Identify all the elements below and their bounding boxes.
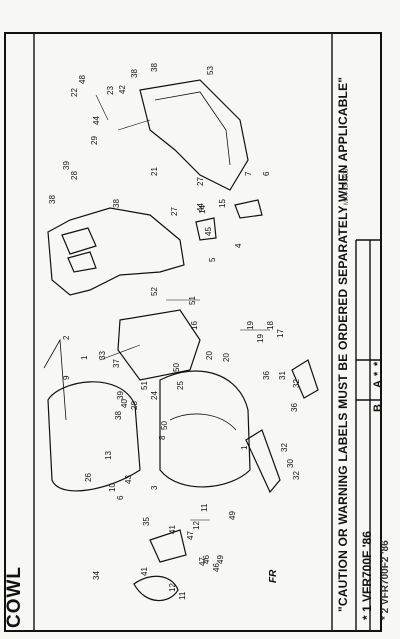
callout-3: 3: [150, 485, 159, 490]
callout-23: 23: [106, 86, 115, 95]
callout-38: 38: [114, 411, 123, 420]
callout-34: 34: [92, 571, 101, 580]
callout-14: 14: [198, 205, 207, 214]
bracket-31: [291, 359, 319, 399]
callout-11: 11: [200, 503, 209, 512]
callout-47: 47: [198, 557, 207, 566]
callout-5: 5: [208, 257, 217, 262]
callout-17: 17: [276, 329, 285, 338]
callout-30: 30: [286, 459, 295, 468]
page-frame: [4, 32, 382, 632]
callout-39: 39: [116, 391, 125, 400]
callout-12: 12: [168, 583, 177, 592]
callout-37: 37: [112, 359, 121, 368]
callout-18: 18: [266, 321, 275, 330]
callout-45: 45: [204, 227, 213, 236]
callout-10: 10: [108, 483, 117, 492]
callout-38: 38: [48, 195, 57, 204]
cowl-stay: [117, 309, 201, 381]
callout-35: 35: [142, 517, 151, 526]
callout-31: 31: [278, 371, 287, 380]
callout-49: 49: [216, 555, 225, 564]
callout-1: 1: [240, 445, 249, 450]
callout-22: 22: [70, 88, 79, 97]
callout-7: 7: [244, 171, 253, 176]
small-plate-15: [195, 217, 217, 241]
callout-41: 41: [168, 525, 177, 534]
callout-4: 4: [234, 243, 243, 248]
callout-43: 43: [124, 475, 133, 484]
callout-38: 38: [150, 63, 159, 72]
callout-50: 50: [160, 421, 169, 430]
callout-25: 25: [176, 381, 185, 390]
callout-8: 8: [158, 435, 167, 440]
callout-47: 47: [186, 531, 195, 540]
callout-2: 2: [62, 335, 71, 340]
callout-19: 19: [256, 334, 265, 343]
callout-20: 20: [205, 351, 214, 360]
callout-32: 32: [292, 471, 301, 480]
callout-40: 40: [120, 399, 129, 408]
callout-49: 49: [228, 511, 237, 520]
callout-52: 52: [150, 287, 159, 296]
callout-41: 41: [140, 567, 149, 576]
callout-16: 16: [190, 321, 199, 330]
callout-1: 1: [80, 355, 89, 360]
cowl-vents: [61, 227, 97, 273]
callout-36: 36: [262, 371, 271, 380]
bracket-30: [245, 429, 281, 494]
callout-36: 36: [290, 403, 299, 412]
callout-28: 28: [70, 171, 79, 180]
lower-cowl-panel: [47, 207, 185, 296]
small-plate-7: [234, 199, 263, 219]
callout-26: 26: [84, 473, 93, 482]
callout-20: 20: [222, 353, 231, 362]
callout-13: 13: [104, 451, 113, 460]
callout-53: 53: [206, 66, 215, 75]
callout-6: 6: [116, 495, 125, 500]
callout-51: 51: [188, 296, 197, 305]
callout-38: 38: [130, 69, 139, 78]
callout-39: 39: [62, 161, 71, 170]
callout-24: 24: [150, 391, 159, 400]
callout-50: 50: [172, 363, 181, 372]
mirror-bracket: [149, 529, 187, 563]
upper-cowl: [159, 370, 251, 488]
callout-29: 29: [90, 136, 99, 145]
callout-6: 6: [262, 171, 271, 176]
callout-15: 15: [218, 199, 227, 208]
callout-38: 38: [112, 199, 121, 208]
callout-9: 9: [62, 375, 71, 380]
side-cowl-panel: [139, 79, 249, 191]
callout-42: 42: [118, 85, 127, 94]
windscreen: [47, 381, 141, 492]
callout-27: 27: [196, 177, 205, 186]
callout-21: 21: [150, 167, 159, 176]
callout-44: 44: [92, 116, 101, 125]
callout-32: 32: [292, 379, 301, 388]
callout-33: 33: [98, 351, 107, 360]
callout-11: 11: [178, 591, 187, 600]
callout-48: 48: [78, 75, 87, 84]
callout-51: 51: [140, 381, 149, 390]
windscreen-trim: [43, 338, 67, 421]
callout-32: 32: [280, 443, 289, 452]
callout-19: 19: [246, 321, 255, 330]
callout-27: 27: [170, 207, 179, 216]
callout-28: 28: [130, 401, 139, 410]
callout-46: 46: [212, 563, 221, 572]
callout-12: 12: [192, 521, 201, 530]
mirror: [133, 575, 179, 602]
